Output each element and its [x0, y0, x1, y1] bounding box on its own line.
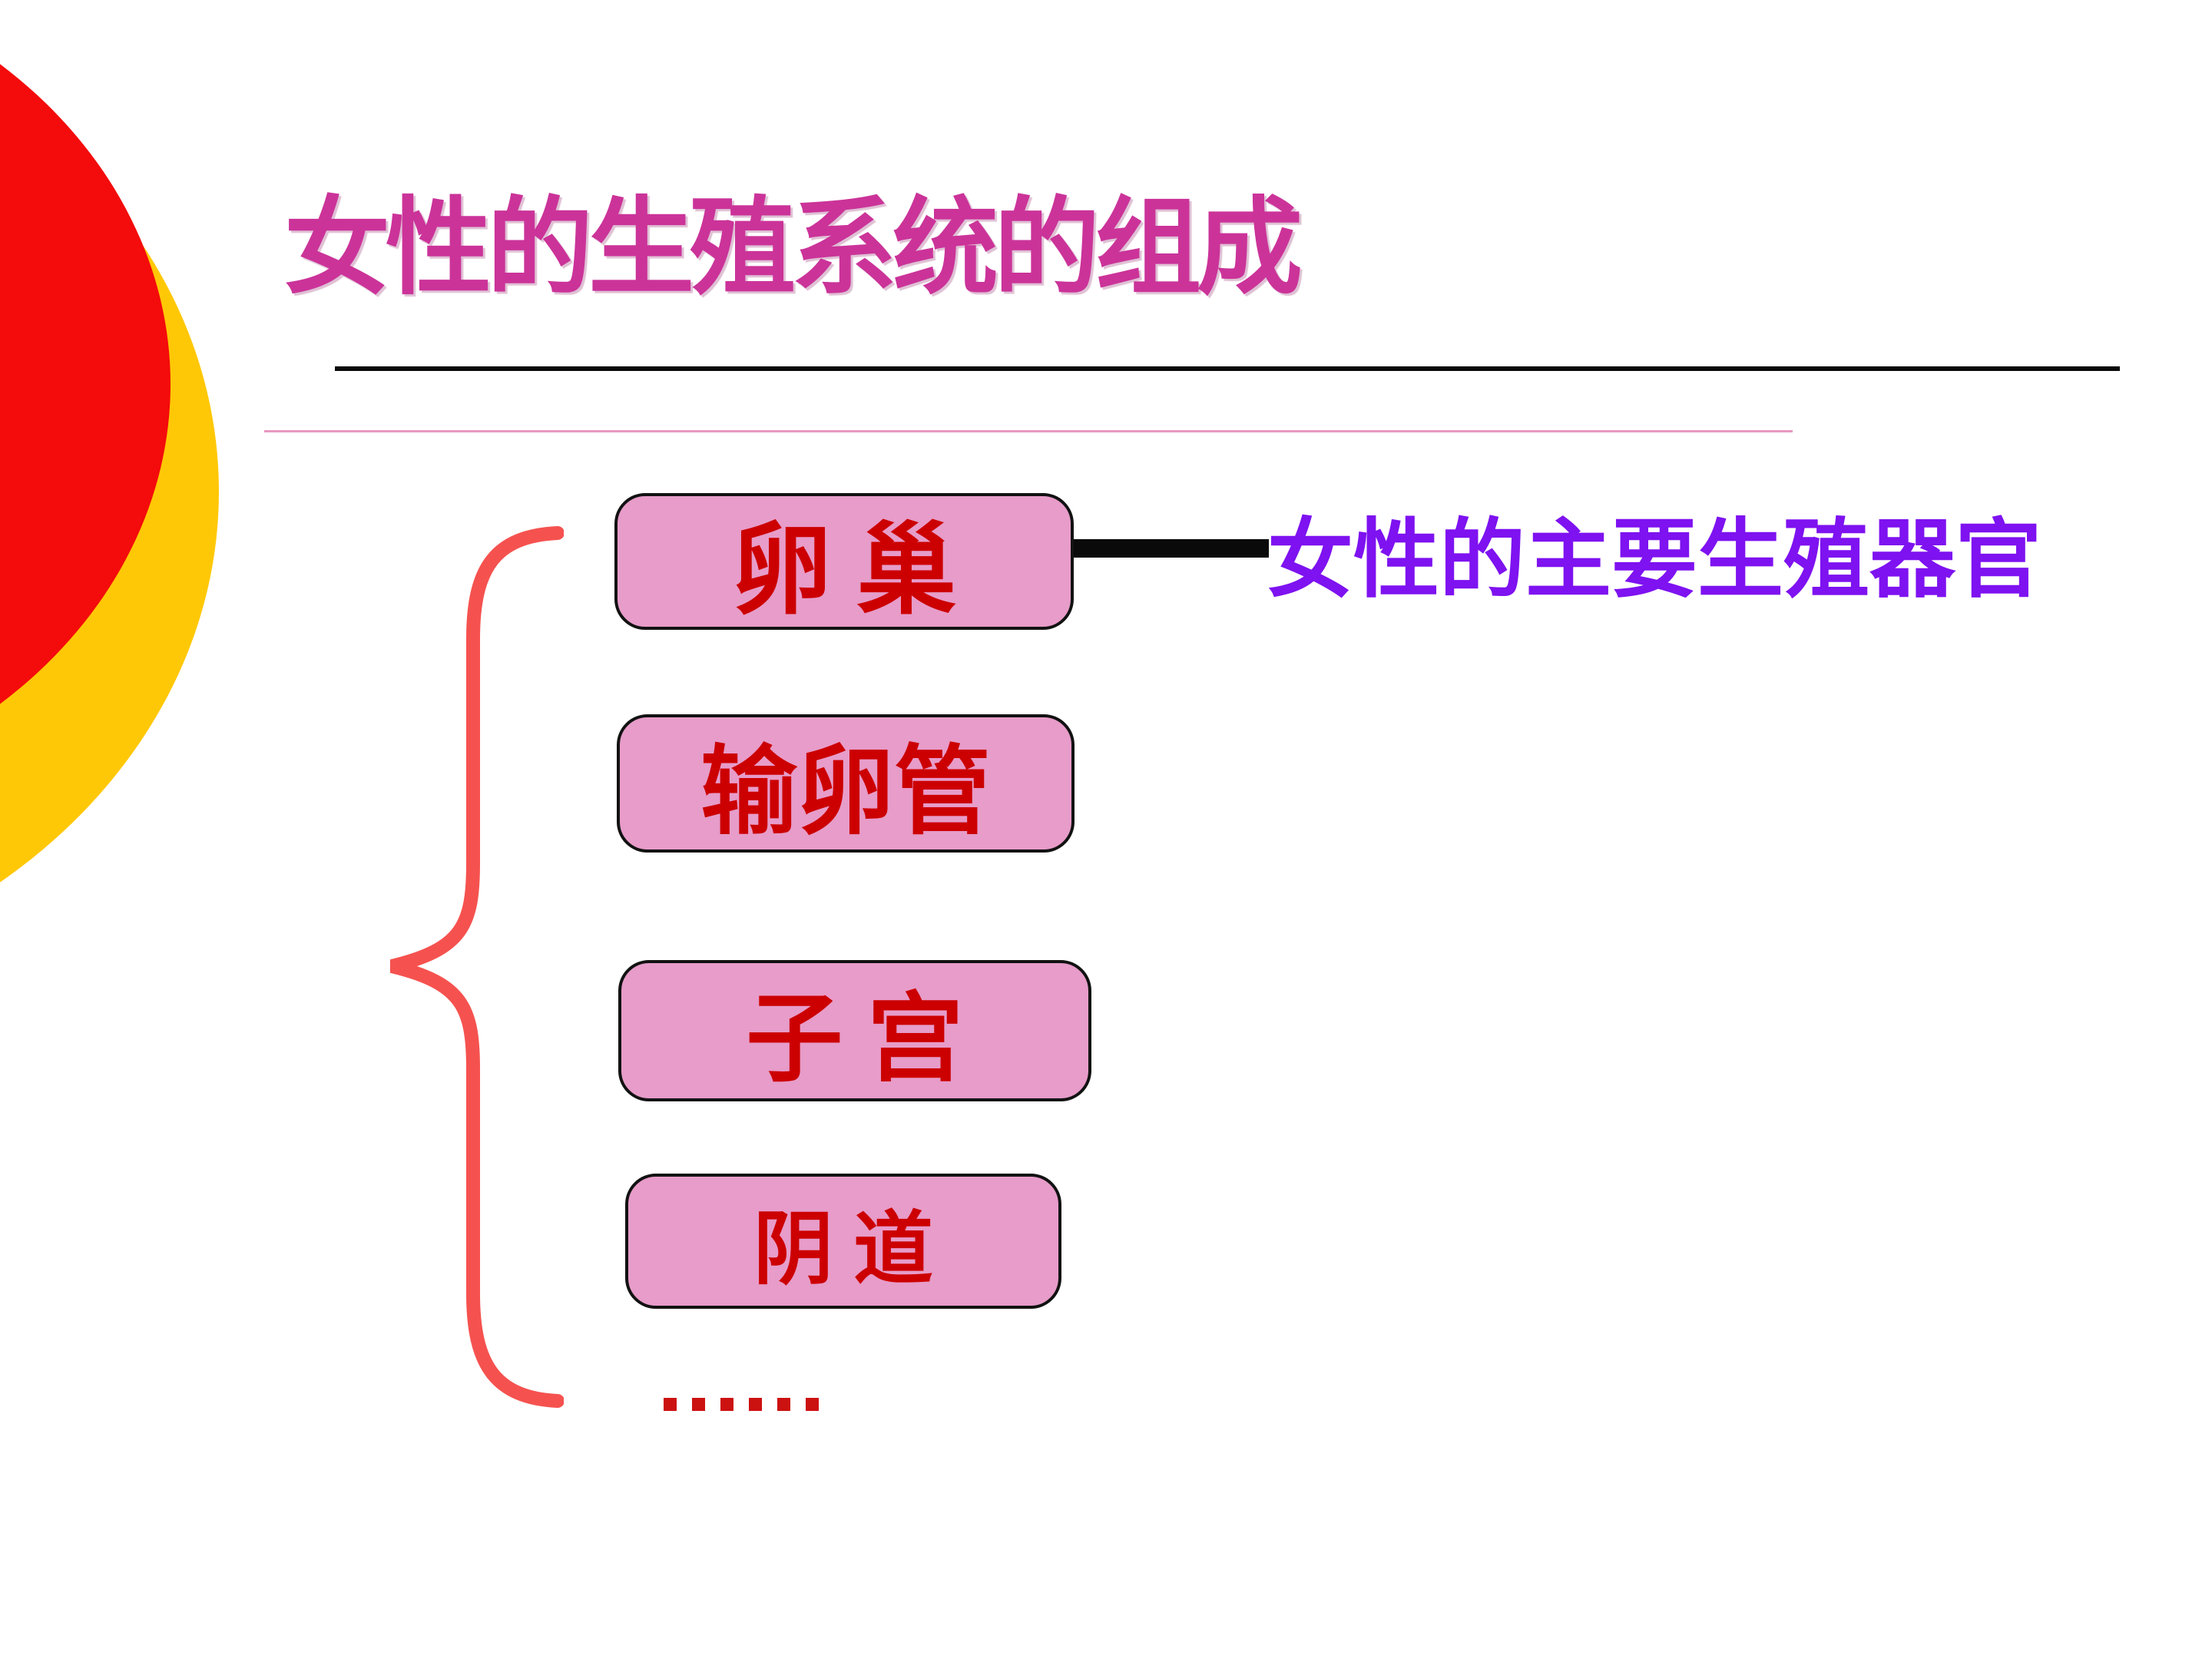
node-ovary-label: 卵 巢	[731, 516, 957, 627]
node-ovary: 卵 巢	[614, 493, 1074, 630]
ellipsis-dot	[806, 1398, 819, 1411]
ellipsis-dot	[664, 1398, 677, 1411]
title-rule-pink	[264, 430, 1793, 432]
ellipsis-dot	[777, 1398, 790, 1411]
node-vagina: 阴 道	[625, 1174, 1061, 1309]
ellipsis-dot	[749, 1398, 762, 1411]
title-rule-black	[335, 366, 2120, 371]
node-fallopian-tube: 输卵管	[617, 714, 1075, 853]
node-uterus: 子 宫	[618, 960, 1091, 1101]
ellipsis-dot	[692, 1398, 705, 1411]
slide-title: 女性的生殖系统的组成	[284, 190, 1303, 307]
left-brace	[389, 526, 564, 1408]
annotation-text: 女性的主要生殖器官	[1267, 513, 2041, 608]
ellipsis-dot	[720, 1398, 733, 1411]
node-uterus-label: 子 宫	[746, 987, 964, 1094]
node-fallopian-tube-label: 输卵管	[700, 740, 991, 846]
ellipsis: ……	[664, 1398, 819, 1411]
node-vagina-label: 阴 道	[753, 1205, 933, 1294]
connector-line	[1063, 539, 1269, 558]
